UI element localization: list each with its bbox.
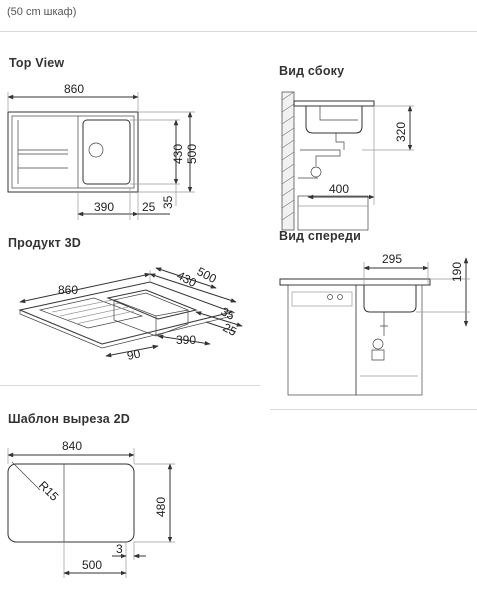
front-view-drawing — [279, 257, 470, 396]
cabinet-size-note: (50 cm шкаф) — [7, 6, 77, 18]
top-depth-label: 500 — [185, 144, 199, 164]
side-view-drawing — [281, 91, 414, 231]
product-gap-label: 25 — [221, 320, 240, 339]
divider-middle — [0, 385, 260, 386]
front-view-title: Вид спереди — [279, 229, 361, 243]
cutout-drawing — [7, 448, 175, 578]
front-height-label: 190 — [450, 262, 464, 282]
product-3d-title: Продукт 3D — [8, 236, 81, 250]
divider-right — [270, 409, 477, 410]
cutout-width-label: 840 — [62, 439, 82, 453]
cutout-radius-label: R15 — [36, 478, 62, 504]
top-gap-label: 25 — [142, 200, 156, 214]
top-bowl-width-label: 390 — [94, 200, 114, 214]
cutout-title: Шаблон выреза 2D — [8, 412, 130, 426]
top-view-drawing — [7, 92, 195, 220]
cutout-offset-label: 3 — [116, 542, 123, 556]
top-view-title: Top View — [9, 56, 65, 70]
product-depth-label: 500 — [195, 264, 220, 286]
top-edge-label: 35 — [161, 195, 175, 209]
product-3d-drawing — [18, 267, 243, 358]
top-bowl-depth-label: 430 — [171, 144, 185, 164]
side-depth-label: 400 — [329, 182, 349, 196]
product-drainer-label: 90 — [126, 346, 142, 363]
cutout-height-label: 480 — [154, 497, 168, 517]
side-height-label: 320 — [394, 122, 408, 142]
side-view-title: Вид сбоку — [279, 64, 345, 78]
front-bowl-width-label: 295 — [382, 252, 402, 266]
cutout-bowl-label: 500 — [82, 558, 102, 572]
product-edge-label: 35 — [219, 304, 238, 323]
product-width-label: 860 — [58, 283, 78, 297]
top-width-label: 860 — [64, 82, 84, 96]
product-bowl-width-label: 390 — [176, 333, 196, 347]
product-bowl-depth-label: 430 — [175, 268, 200, 290]
divider-top — [0, 31, 477, 32]
